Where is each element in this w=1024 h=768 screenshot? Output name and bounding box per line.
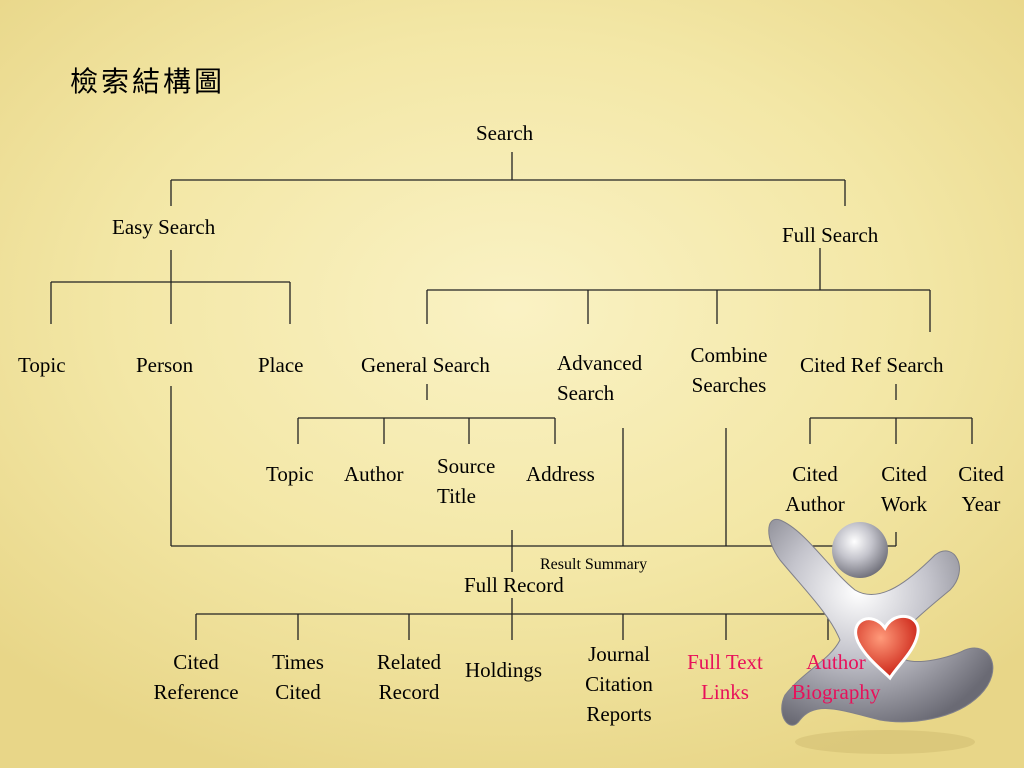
node-full-text-links: Full Text Links [670, 647, 780, 707]
node-combine-searches-line2: Searches [691, 373, 767, 397]
node-jcr-line1: Journal [588, 642, 650, 666]
node-person: Person [136, 353, 194, 377]
node-author-biography-line1: Author [806, 650, 866, 674]
node-result-summary: Result Summary [540, 556, 648, 573]
node-easy-topic: Topic [18, 353, 66, 377]
node-journal-citation-reports: Journal Citation Reports [569, 639, 669, 729]
node-cited-reference: Cited Reference [136, 647, 256, 707]
node-easy-search: Easy Search [112, 215, 216, 239]
node-cited-reference-line1: Cited [173, 650, 219, 674]
node-full-search: Full Search [782, 223, 879, 247]
node-cited-year-line2: Year [961, 492, 1001, 516]
node-holdings: Holdings [465, 658, 543, 682]
node-full-text-links-line2: Links [701, 680, 749, 704]
node-cited-reference-line2: Reference [153, 680, 239, 704]
node-cited-author-line2: Author [785, 492, 845, 516]
node-related-record-line1: Related [376, 650, 442, 674]
node-times-cited: Times Cited [258, 647, 338, 707]
node-full-text-links-line1: Full Text [687, 650, 763, 674]
node-place: Place [258, 353, 304, 377]
node-gs-author: Author [344, 462, 404, 486]
node-author-biography: Author Biography [780, 647, 892, 707]
node-cited-year-line1: Cited [958, 462, 1004, 486]
node-cited-ref-search: Cited Ref Search [800, 353, 944, 377]
node-advanced-search-line1: Advanced [557, 351, 643, 375]
node-source-title: Source Title [437, 451, 495, 511]
node-times-cited-line1: Times [272, 650, 324, 674]
node-cited-author: Cited Author [770, 459, 860, 519]
node-combine-searches-line1: Combine [690, 343, 768, 367]
node-cited-year: Cited Year [946, 459, 1016, 519]
node-cited-work-line2: Work [880, 492, 928, 516]
node-search: Search [476, 121, 534, 145]
node-times-cited-line2: Cited [275, 680, 321, 704]
node-combine-searches: Combine Searches [679, 340, 779, 400]
node-advanced-search: Advanced Search [557, 348, 642, 408]
node-general-search: General Search [361, 353, 490, 377]
node-related-record: Related Record [359, 647, 459, 707]
node-cited-work-line1: Cited [881, 462, 927, 486]
node-jcr-line2: Citation [585, 672, 653, 696]
page-title: 檢索結構圖 [70, 67, 226, 98]
node-advanced-search-line2: Search [557, 381, 615, 405]
running-figure-heart-icon [768, 518, 994, 754]
node-source-title-line2: Title [437, 484, 476, 508]
node-cited-author-line1: Cited [792, 462, 838, 486]
node-source-title-line1: Source [437, 454, 496, 478]
node-gs-topic: Topic [266, 462, 314, 486]
node-address: Address [526, 462, 595, 486]
node-cited-work: Cited Work [864, 459, 944, 519]
node-related-record-line2: Record [378, 680, 440, 704]
node-author-biography-line2: Biography [791, 680, 881, 704]
node-jcr-line3: Reports [586, 702, 652, 726]
node-full-record: Full Record [464, 573, 564, 597]
